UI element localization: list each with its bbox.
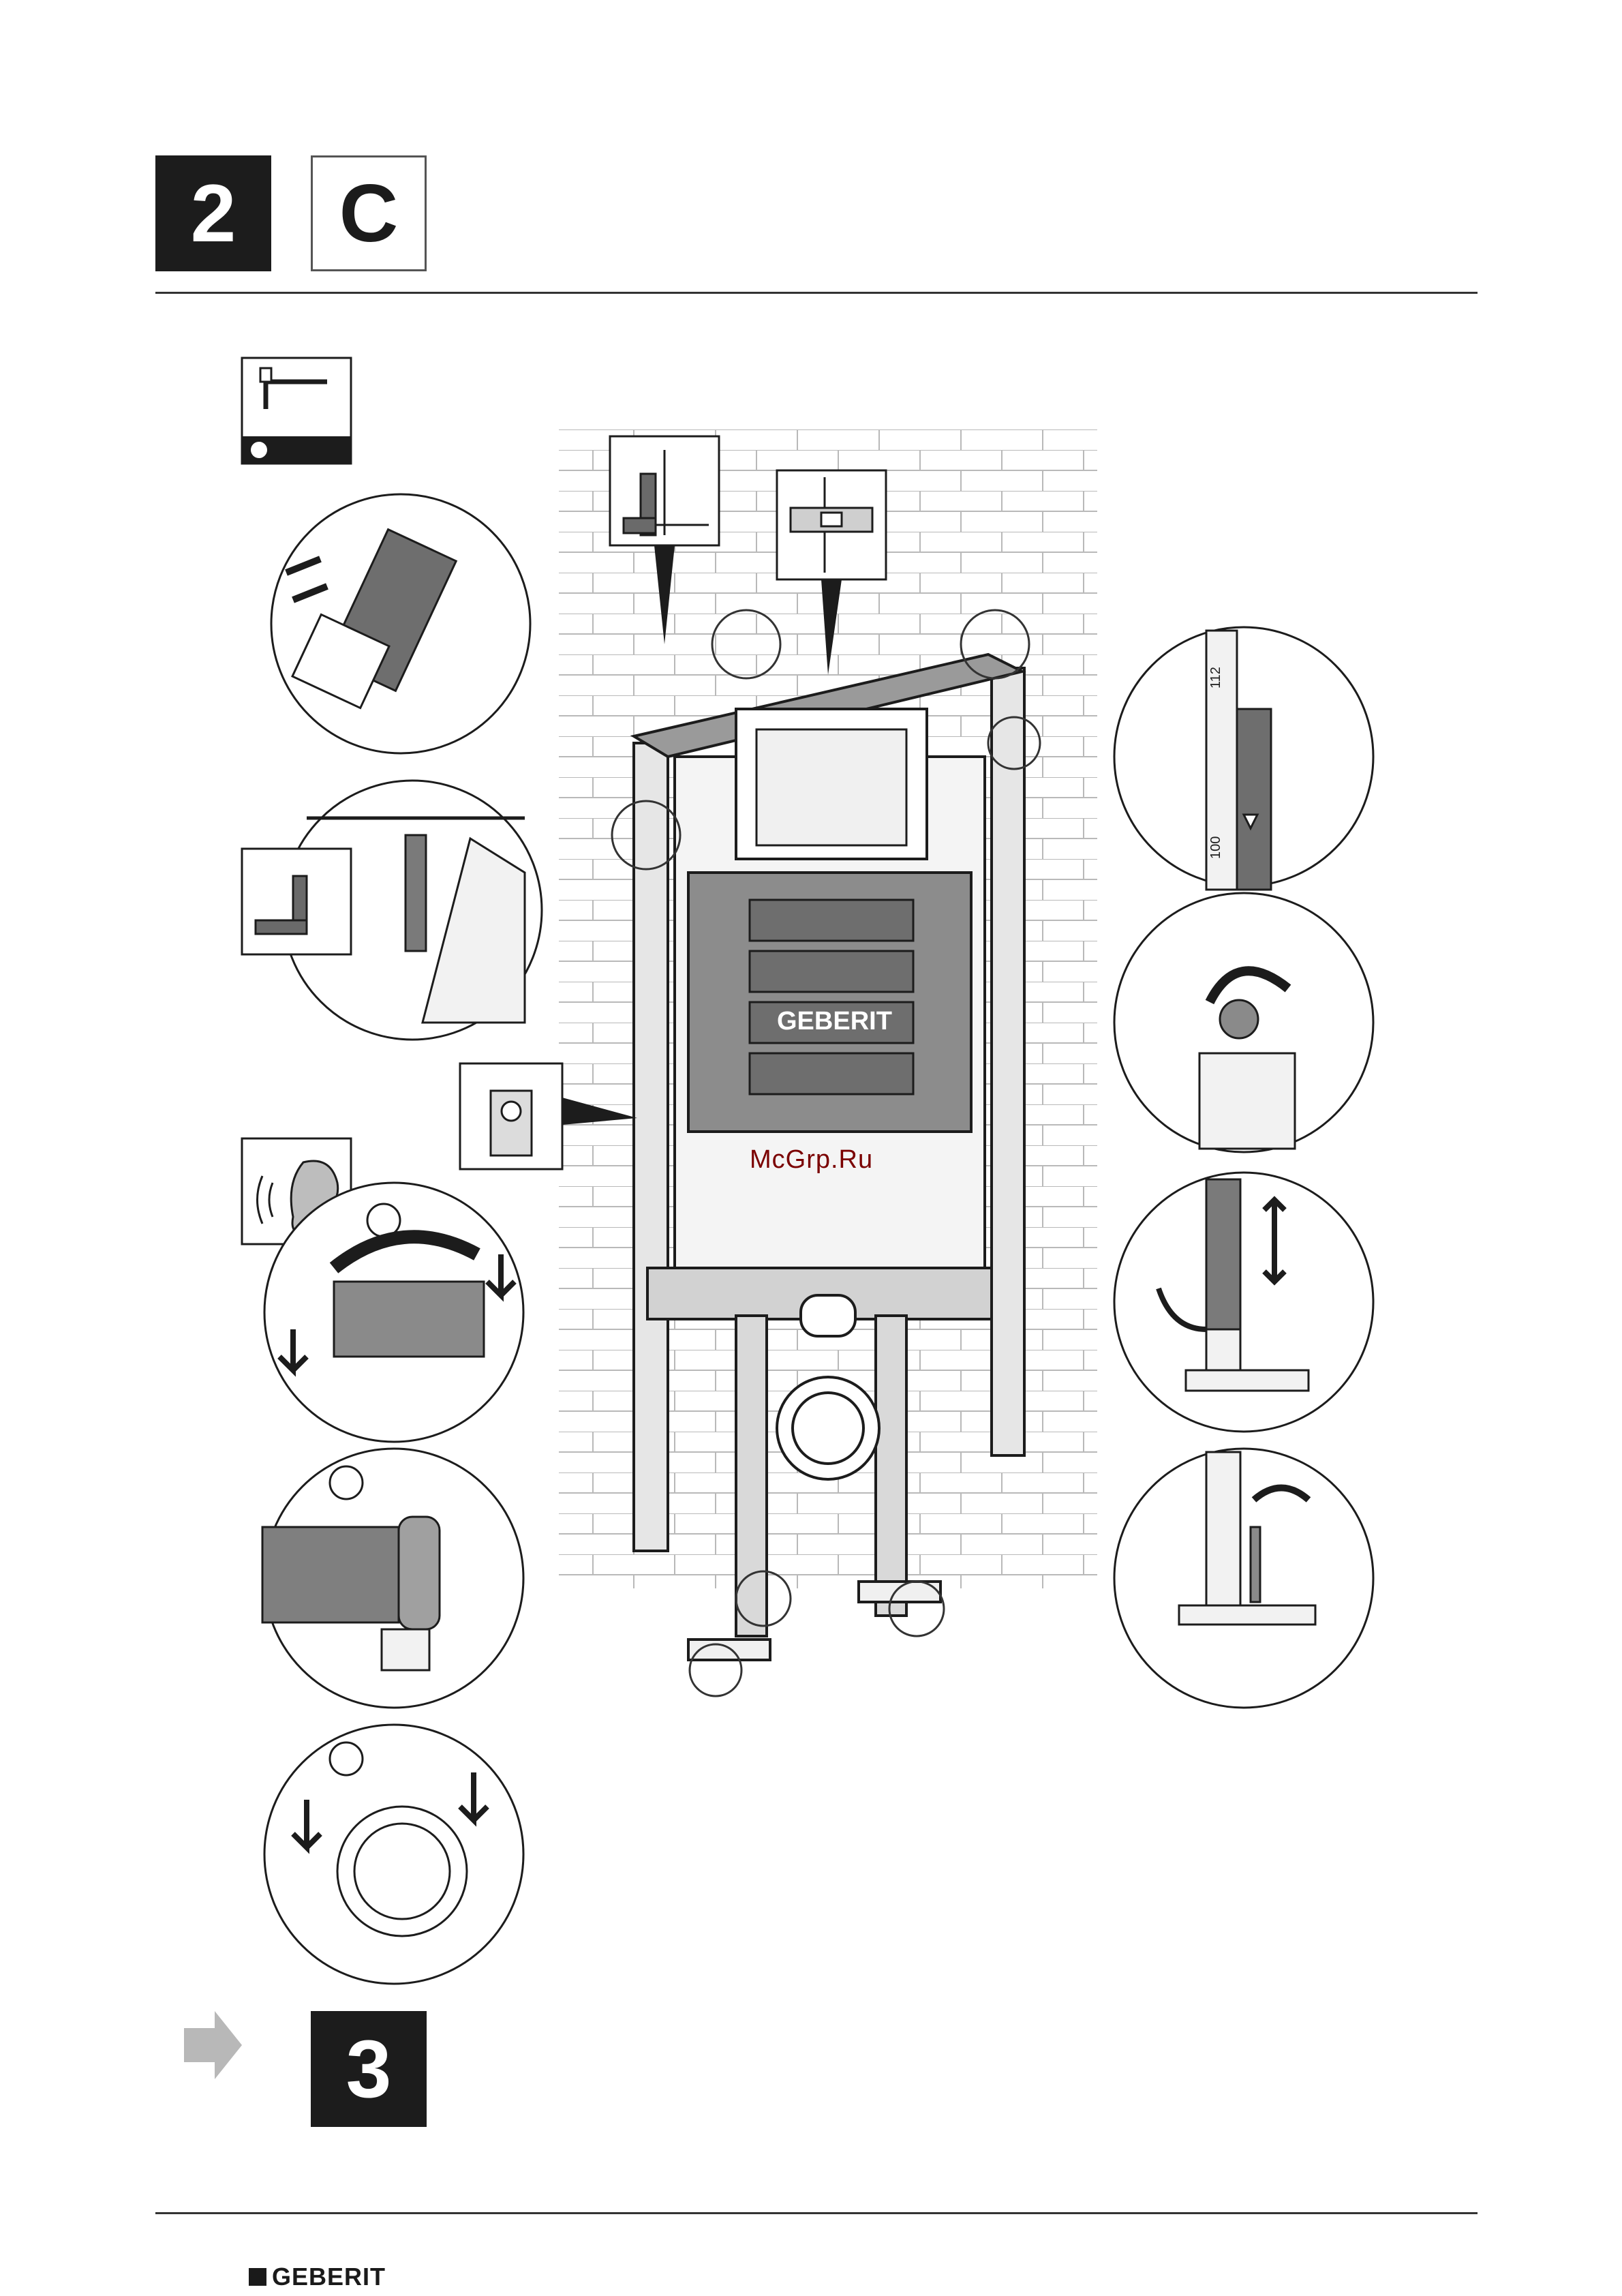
next-arrow-icon xyxy=(184,2011,242,2079)
detail-height-scale xyxy=(1114,627,1373,890)
spirit-level-icon xyxy=(777,470,886,579)
watermark-text: McGrp.Ru xyxy=(750,1145,873,1175)
detail-nut-tighten xyxy=(1114,893,1373,1152)
detail-top-height xyxy=(271,494,530,753)
brand-text: GEBERIT xyxy=(272,2263,386,2291)
brand-square-icon xyxy=(249,2268,266,2286)
footer-divider xyxy=(155,2212,1478,2214)
wall-angle-icon xyxy=(610,436,719,545)
detail-bracket-click xyxy=(264,1183,523,1442)
panel-logo: GEBERIT xyxy=(777,1007,892,1036)
detail-ceiling-angle xyxy=(242,781,542,1040)
detail-leg-adjust xyxy=(1114,1173,1373,1432)
detail-elbow-fixing xyxy=(264,1725,523,1984)
next-step-badge: 3 xyxy=(311,2011,427,2127)
detail-floor-screw xyxy=(1114,1449,1373,1708)
brand-logo: GEBERIT xyxy=(249,2263,386,2291)
next-step-number: 3 xyxy=(346,2022,392,2116)
scale-label-upper: 112 xyxy=(1208,667,1223,689)
scale-label-lower: 100 xyxy=(1208,836,1223,859)
marking-label-box xyxy=(460,1063,562,1169)
hex-key-tool-icon xyxy=(242,358,351,464)
detail-pipe-connect xyxy=(262,1449,523,1708)
